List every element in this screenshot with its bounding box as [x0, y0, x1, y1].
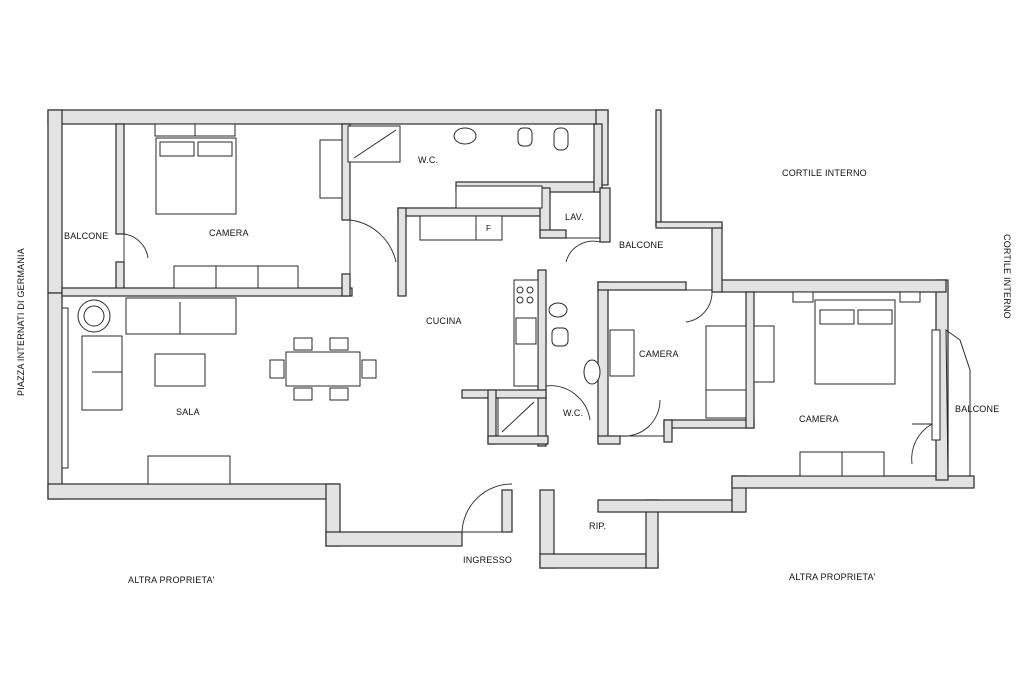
sink-wc-bottom	[583, 359, 601, 385]
wall-cortile-edge	[655, 109, 662, 227]
label-balcone-right: BALCONE	[955, 404, 999, 414]
wall-camera-left	[115, 123, 125, 235]
door-camera-mid	[685, 289, 713, 323]
label-lav: LAV.	[565, 212, 584, 222]
wall-cucina-left	[397, 207, 407, 297]
label-wc-top: W.C.	[418, 155, 438, 165]
desk-camera-right	[753, 325, 775, 383]
wall-camera-mid-base	[663, 419, 755, 429]
coffee-table	[154, 353, 206, 387]
wall-balcone-mid-top	[655, 221, 723, 229]
door-ingresso	[461, 483, 513, 533]
wall-camera-mid-top	[597, 281, 687, 291]
wall-rip-bottom	[539, 553, 659, 569]
exterior-walls	[47, 109, 975, 569]
wall-top-left	[47, 109, 609, 125]
wall-camera-mid-stub	[663, 419, 673, 443]
surrounding-labels: CORTILE INTERNO CORTILE INTERNO PIAZZA I…	[16, 168, 1012, 585]
wall-wc-bottom2-base	[487, 435, 549, 445]
wall-mid-balcone-right	[711, 223, 723, 293]
toilet-mid	[551, 327, 569, 347]
label-altra-proprieta-left: ALTRA PROPRIETA'	[128, 575, 215, 585]
window-sala-left	[61, 307, 69, 469]
wall-bottom-mid	[597, 499, 745, 513]
wall-cucina-top	[397, 207, 549, 217]
label-cortile-interno-side: CORTILE INTERNO	[1002, 234, 1012, 319]
label-piazza: PIAZZA INTERNATI DI GERMANIA	[16, 248, 26, 396]
label-wc-bottom: W.C.	[563, 408, 583, 418]
bath-cabinet	[455, 185, 543, 209]
wall-left-lower	[47, 292, 63, 500]
wardrobe-camera-mid	[705, 325, 747, 419]
wardrobe-camera-top	[173, 265, 299, 289]
wall-wc-bottom2-left	[461, 389, 547, 399]
label-balcone-left: BALCONE	[64, 231, 108, 241]
wall-bath-right	[597, 281, 609, 443]
label-camera-top: CAMERA	[209, 228, 249, 238]
label-camera-mid: CAMERA	[639, 349, 679, 359]
label-cucina: CUCINA	[426, 316, 462, 326]
label-ingresso: INGRESSO	[463, 555, 512, 565]
wall-bath-right-base	[597, 435, 621, 445]
wall-bottom-left	[47, 483, 339, 500]
wall-lav-right	[599, 187, 611, 243]
wall-camera-right-low	[341, 273, 351, 297]
sofa-left	[81, 335, 123, 411]
label-camera-right: CAMERA	[799, 414, 839, 424]
sink-mid	[548, 302, 568, 318]
desk-camera-mid	[609, 329, 635, 377]
door-balcone-left	[123, 233, 149, 262]
fridge	[475, 215, 503, 241]
wall-wc-right	[593, 123, 603, 193]
bidet-top	[553, 127, 569, 151]
furniture	[77, 125, 921, 485]
wall-right-top	[717, 279, 947, 293]
wall-left-upper	[47, 109, 63, 294]
label-fridge: F	[486, 224, 491, 233]
door-balcone-right	[911, 423, 933, 465]
toilet-top	[517, 127, 533, 147]
wall-sala-top	[61, 287, 353, 297]
label-cortile-interno-top: CORTILE INTERNO	[782, 168, 867, 178]
door-camera-mid-bottom	[619, 399, 664, 437]
wall-ingresso-stub	[501, 489, 513, 533]
label-balcone-mid: BALCONE	[619, 240, 663, 250]
tv-cabinet	[147, 455, 231, 485]
door-wc-bottom	[545, 385, 591, 436]
balcony-rail-right	[945, 329, 971, 477]
sink-top	[453, 127, 477, 145]
door-camera-top	[349, 219, 397, 274]
label-sala: SALA	[176, 407, 200, 417]
window-balcone-right	[931, 329, 941, 441]
wall-camera-divider	[745, 291, 755, 429]
desk-camera-top	[319, 139, 343, 199]
label-rip: RIP.	[589, 521, 606, 531]
dining-table	[285, 351, 361, 387]
wall-kitchen-divider	[537, 269, 547, 447]
wall-lav-bottom	[539, 229, 567, 239]
room-labels: BALCONE CAMERA W.C. LAV. BALCONE CUCINA …	[64, 155, 999, 565]
windows	[61, 123, 971, 477]
sofa-top	[125, 297, 237, 335]
door-lav	[565, 237, 601, 263]
doors	[123, 219, 933, 533]
label-altra-proprieta-right: ALTRA PROPRIETA'	[789, 572, 876, 582]
wall-ingresso-bottom	[325, 531, 463, 547]
